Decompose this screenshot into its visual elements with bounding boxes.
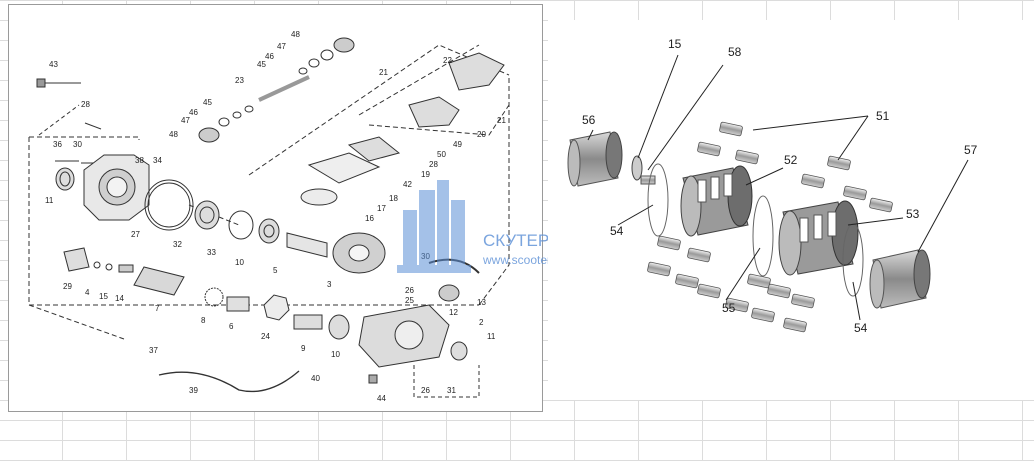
label-50: 50 (437, 150, 446, 159)
label-31: 31 (447, 386, 456, 395)
label-12: 12 (449, 308, 458, 317)
label-45b: 45 (203, 98, 212, 107)
label-6: 6 (229, 322, 234, 331)
label-10: 10 (235, 258, 244, 267)
label-28: 28 (81, 100, 90, 109)
label-47: 47 (277, 42, 286, 51)
label-39: 39 (189, 386, 198, 395)
label-26b: 26 (421, 386, 430, 395)
label-15: 15 (99, 292, 108, 301)
label-4: 4 (85, 288, 90, 297)
part-53-cage (778, 200, 859, 276)
roller-group (647, 121, 893, 333)
label-16: 16 (365, 214, 374, 223)
callout-54: 54 (610, 224, 624, 238)
callout-15: 15 (668, 37, 682, 51)
label-47b: 47 (181, 116, 190, 125)
label-26: 26 (405, 286, 414, 295)
label-3: 3 (327, 280, 332, 289)
label-8: 8 (201, 316, 206, 325)
label-21: 21 (379, 68, 388, 77)
label-37: 37 (149, 346, 158, 355)
label-24: 24 (261, 332, 270, 341)
part-57-sleeve (869, 249, 931, 309)
callout-51: 51 (876, 109, 890, 123)
callout-57: 57 (964, 143, 978, 157)
label-45: 45 (257, 60, 266, 69)
part-15-washer (631, 155, 643, 181)
label-36: 36 (53, 140, 62, 149)
label-19: 19 (421, 170, 430, 179)
label-10b: 10 (331, 350, 340, 359)
label-34: 34 (153, 156, 162, 165)
label-44: 44 (377, 394, 386, 403)
part-52-cage (680, 165, 753, 237)
label-14: 14 (115, 294, 124, 303)
label-7: 7 (155, 304, 160, 313)
label-29: 29 (63, 282, 72, 291)
callout-58: 58 (728, 45, 742, 59)
part-number-labels: 43 28 36 30 38 34 11 27 32 33 10 5 3 29 … (45, 30, 506, 403)
label-40: 40 (311, 374, 320, 383)
label-28b: 28 (429, 160, 438, 169)
callout-55: 55 (722, 301, 736, 315)
label-9: 9 (301, 344, 306, 353)
part-55-ring (752, 195, 774, 277)
label-46b: 46 (189, 108, 198, 117)
label-2: 2 (479, 318, 484, 327)
part-54-ring (647, 163, 669, 237)
callout-53: 53 (906, 207, 920, 221)
label-43: 43 (49, 60, 58, 69)
label-20: 20 (477, 130, 486, 139)
label-11: 11 (45, 196, 54, 205)
label-23: 23 (235, 76, 244, 85)
label-21b: 21 (497, 116, 506, 125)
label-13: 13 (477, 298, 486, 307)
label-5: 5 (273, 266, 278, 275)
label-22: 22 (443, 56, 452, 65)
exploded-view-panel-right: 15 58 56 51 52 57 53 54 55 54 (548, 20, 1034, 400)
exploded-view-drawing: 43 28 36 30 38 34 11 27 32 33 10 5 3 29 … (28, 30, 510, 403)
label-30: 30 (73, 140, 82, 149)
callout-56: 56 (582, 113, 596, 127)
city-skyline-icon (397, 180, 471, 273)
label-46: 46 (265, 52, 274, 61)
label-11b: 11 (487, 332, 496, 341)
part-58-pin (640, 175, 656, 185)
label-38: 38 (135, 156, 144, 165)
callout-54b: 54 (854, 321, 868, 335)
label-27: 27 (131, 230, 140, 239)
callout-52: 52 (784, 153, 798, 167)
label-48b: 48 (169, 130, 178, 139)
label-48: 48 (291, 30, 300, 39)
label-25: 25 (405, 296, 414, 305)
label-33: 33 (207, 248, 216, 257)
label-49: 49 (453, 140, 462, 149)
label-17: 17 (377, 204, 386, 213)
label-18: 18 (389, 194, 398, 203)
part-56-sleeve (567, 131, 623, 187)
roller-clutch-drawing: 15 58 56 51 52 57 53 54 55 54 (567, 37, 978, 335)
label-32: 32 (173, 240, 182, 249)
label-42: 42 (403, 180, 412, 189)
callout-labels: 15 58 56 51 52 57 53 54 55 54 (582, 37, 978, 335)
